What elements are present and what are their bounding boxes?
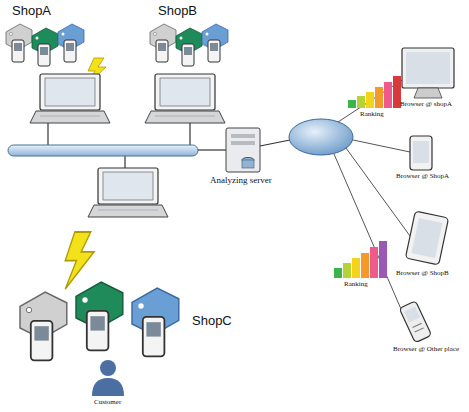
- server-icon: [226, 128, 260, 172]
- rfid-tag: [132, 288, 179, 356]
- ranking-chart: [348, 76, 401, 108]
- browser-label: Browser @ Other place: [393, 346, 459, 354]
- rfid-tag: [76, 282, 123, 350]
- shop-name: ShopA: [12, 4, 51, 18]
- network-cloud: [289, 119, 353, 155]
- wire: [338, 80, 402, 122]
- rfid-tag: [20, 292, 67, 360]
- server-label: Analyzing server: [210, 176, 272, 186]
- wire: [353, 140, 410, 152]
- shop-name: ShopC: [192, 314, 232, 328]
- wire: [47, 123, 48, 145]
- laptop: [88, 168, 168, 217]
- wire: [346, 148, 410, 236]
- tablet-icon: [405, 211, 448, 265]
- shop-name: ShopB: [158, 4, 197, 18]
- customer-label: Customer: [94, 399, 121, 407]
- wire: [198, 149, 226, 150]
- monitor-icon: [402, 48, 454, 98]
- wireless-link: [65, 232, 94, 289]
- wire: [189, 123, 190, 145]
- wire: [260, 140, 290, 146]
- rfid-tag: [6, 24, 32, 62]
- laptop: [30, 74, 110, 123]
- network-bus: [8, 145, 198, 156]
- smartphone-icon: [410, 136, 432, 170]
- browser-label: Browser @ shopA: [400, 101, 452, 109]
- mobile-phone-icon: [399, 301, 431, 343]
- wire: [124, 156, 125, 168]
- browser-label: Browser @ ShopA: [396, 173, 449, 181]
- rfid-tag: [32, 28, 58, 66]
- rfid-tag: [176, 28, 202, 66]
- laptop: [145, 74, 225, 123]
- ranking-chart: [334, 241, 387, 278]
- wire: [334, 154, 404, 316]
- browser-label: Browser @ ShopB: [396, 270, 449, 278]
- rfid-tag: [202, 24, 228, 62]
- chart-label: Ranking: [360, 111, 384, 119]
- rfid-tag: [58, 24, 84, 62]
- chart-label: Ranking: [344, 281, 368, 289]
- rfid-tag: [150, 24, 176, 62]
- customer-icon: [92, 360, 124, 396]
